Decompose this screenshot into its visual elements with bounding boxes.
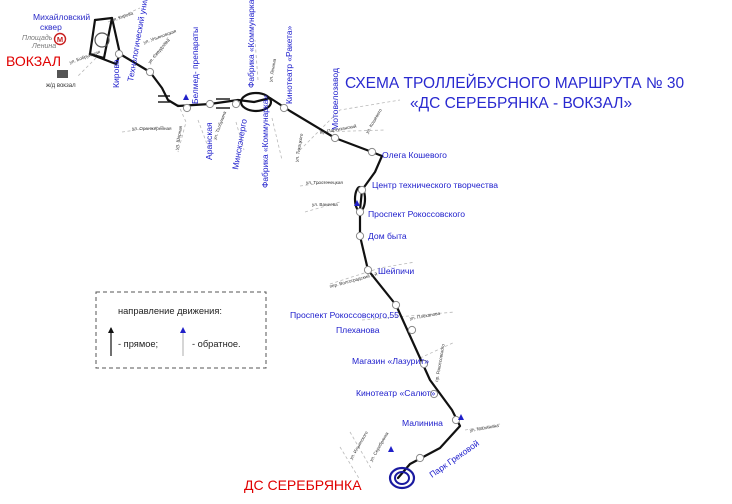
stop-marker-motovelozavod xyxy=(330,133,340,143)
reverse-arrow-icon xyxy=(388,446,394,452)
street-label-koshevogo: ул. Кошевого xyxy=(365,107,384,134)
station-hub-icon xyxy=(94,32,110,48)
street-label-serebryanka: ул. Серебрянка xyxy=(369,431,390,463)
reverse-arrow-icon xyxy=(183,94,189,100)
reverse-arrow-icon xyxy=(458,414,464,420)
stop-marker-rokossovskogo-55 xyxy=(391,300,401,310)
stop-marker-minskenergo xyxy=(231,99,241,109)
stop-marker-aranskaya xyxy=(182,103,192,113)
terminal-vokzal: ВОКЗАЛ xyxy=(6,53,61,69)
terminal-serebryanka: ДС СЕРЕБРЯНКА xyxy=(244,477,362,493)
metro-square-line2: Ленина xyxy=(31,43,56,50)
stop-label-rokossovskogo: Проспект Рокоссовского xyxy=(368,209,465,219)
street-network xyxy=(77,7,501,481)
stop-label-malinina: Малинина xyxy=(402,418,443,428)
stop-label-plekhanova: Плеханова xyxy=(336,325,380,335)
metro-square-line1: Площадь xyxy=(22,34,53,42)
stop-label-raketa: Кинотеатр «Ракета» xyxy=(284,25,294,104)
metro-station-line1: Михайловский xyxy=(33,12,90,22)
street-label-tikhaya: ул. Тикоцкого xyxy=(294,133,304,162)
stop-label-salyut: Кинотеатр «Салют» xyxy=(356,388,436,398)
stop-label-ctt: Центр технического творчества xyxy=(372,180,498,190)
legend-direct: - прямое; xyxy=(118,339,158,349)
direction-arrows xyxy=(183,94,464,452)
street-label-shornaya: ул. Шорная xyxy=(174,125,183,150)
legend: направление движения: - прямое; - обратн… xyxy=(95,291,267,369)
railway-station-icon xyxy=(57,70,68,78)
reverse-arrow-icon xyxy=(354,200,360,206)
stop-marker-belmed xyxy=(205,99,215,109)
direct-arrowhead-icon xyxy=(108,327,114,333)
stop-marker-plekhanova xyxy=(407,325,417,335)
stop-marker-park-grekovoi xyxy=(415,453,425,463)
stop-marker-dom-byta xyxy=(355,231,365,241)
stop-label-kommunarka-1: Фабрика «Коммунарка» xyxy=(246,0,256,88)
stop-marker-sheipichi xyxy=(363,265,373,275)
stop-marker-lazurit xyxy=(419,359,429,369)
stop-marker-rokossovskogo xyxy=(355,207,365,217)
stop-label-kirova: Кирова xyxy=(111,59,121,88)
map-title-line2: «ДС СЕРЕБРЯНКА - ВОКЗАЛ» xyxy=(410,95,632,112)
stop-label-minskenergo: Минскэнерго xyxy=(230,118,249,170)
map-title-line1: СХЕМА ТРОЛЛЕЙБУСНОГО МАРШРУТА № 30 xyxy=(345,74,685,92)
stop-label-koshevogo: Олега Кошевого xyxy=(382,150,447,160)
street-label-oranzhereinaya: ул. Оранжерейная xyxy=(132,125,172,131)
stop-label-belmed: Белмед- препараты xyxy=(190,27,200,104)
stop-label-motovelozavod: Мотовелозавод xyxy=(330,68,340,130)
stop-marker-tech-univ xyxy=(145,67,155,77)
street-label-trostenetskaya: ул. Тростенецкая xyxy=(306,180,343,185)
street-label-volgogradskaya: пер. Волгоградский 2-й xyxy=(329,270,379,289)
stop-marker-ctt xyxy=(357,185,367,195)
street-label-tolbukhina: ул. Толбухина xyxy=(212,110,227,140)
stop-marker-koshevogo xyxy=(367,147,377,157)
reverse-arrowhead-icon xyxy=(180,327,186,333)
metro-station-line2: сквер xyxy=(40,22,62,32)
street-label-rokossovskogo: пр. Рокоссовского xyxy=(434,343,446,382)
street-label-vaneeva: ул. Ванеева xyxy=(312,202,338,207)
street-label-ulyanovskaya: ул. Ульяновская xyxy=(143,28,178,45)
street-label-malinina: ул. Малинина xyxy=(469,423,499,433)
railway-station-label: ж/д вокзал xyxy=(46,83,76,89)
legend-frame xyxy=(95,291,267,369)
stop-labels: Кирова Технологический университет Белме… xyxy=(111,0,498,480)
stop-marker-salyut xyxy=(429,389,439,399)
street-label-plekhanova: ул. Плеханова xyxy=(409,311,441,321)
stop-label-dom-byta: Дом быта xyxy=(368,231,407,241)
stop-marker-kirova xyxy=(114,49,124,59)
stop-marker-raketa xyxy=(279,103,289,113)
stop-label-kommunarka-2: Фабрика «Коммунарка» xyxy=(260,95,270,188)
metro-station-group: M Михайловский сквер Площадь Ленина ж/д … xyxy=(22,12,110,89)
stop-label-lazurit: Магазин «Лазурит» xyxy=(352,356,429,366)
stop-markers xyxy=(114,49,461,463)
metro-icon xyxy=(53,32,67,46)
street-label-lenina: ул. Ленина xyxy=(268,58,277,82)
legend-reverse: - обратное. xyxy=(192,339,241,349)
stop-label-rokossovskogo-55: Проспект Рокоссовского,55 xyxy=(290,310,399,320)
stop-label-aranskaya: Аранская xyxy=(204,122,214,160)
stop-label-sheipichi: Шейпичи xyxy=(378,266,414,276)
stop-label-park-grekovoi: Парк Грековой xyxy=(427,438,481,480)
legend-title: направление движения: xyxy=(118,306,222,316)
street-label-kirova: ул. Кирова xyxy=(111,10,134,23)
metro-icon-letter: M xyxy=(57,35,63,44)
